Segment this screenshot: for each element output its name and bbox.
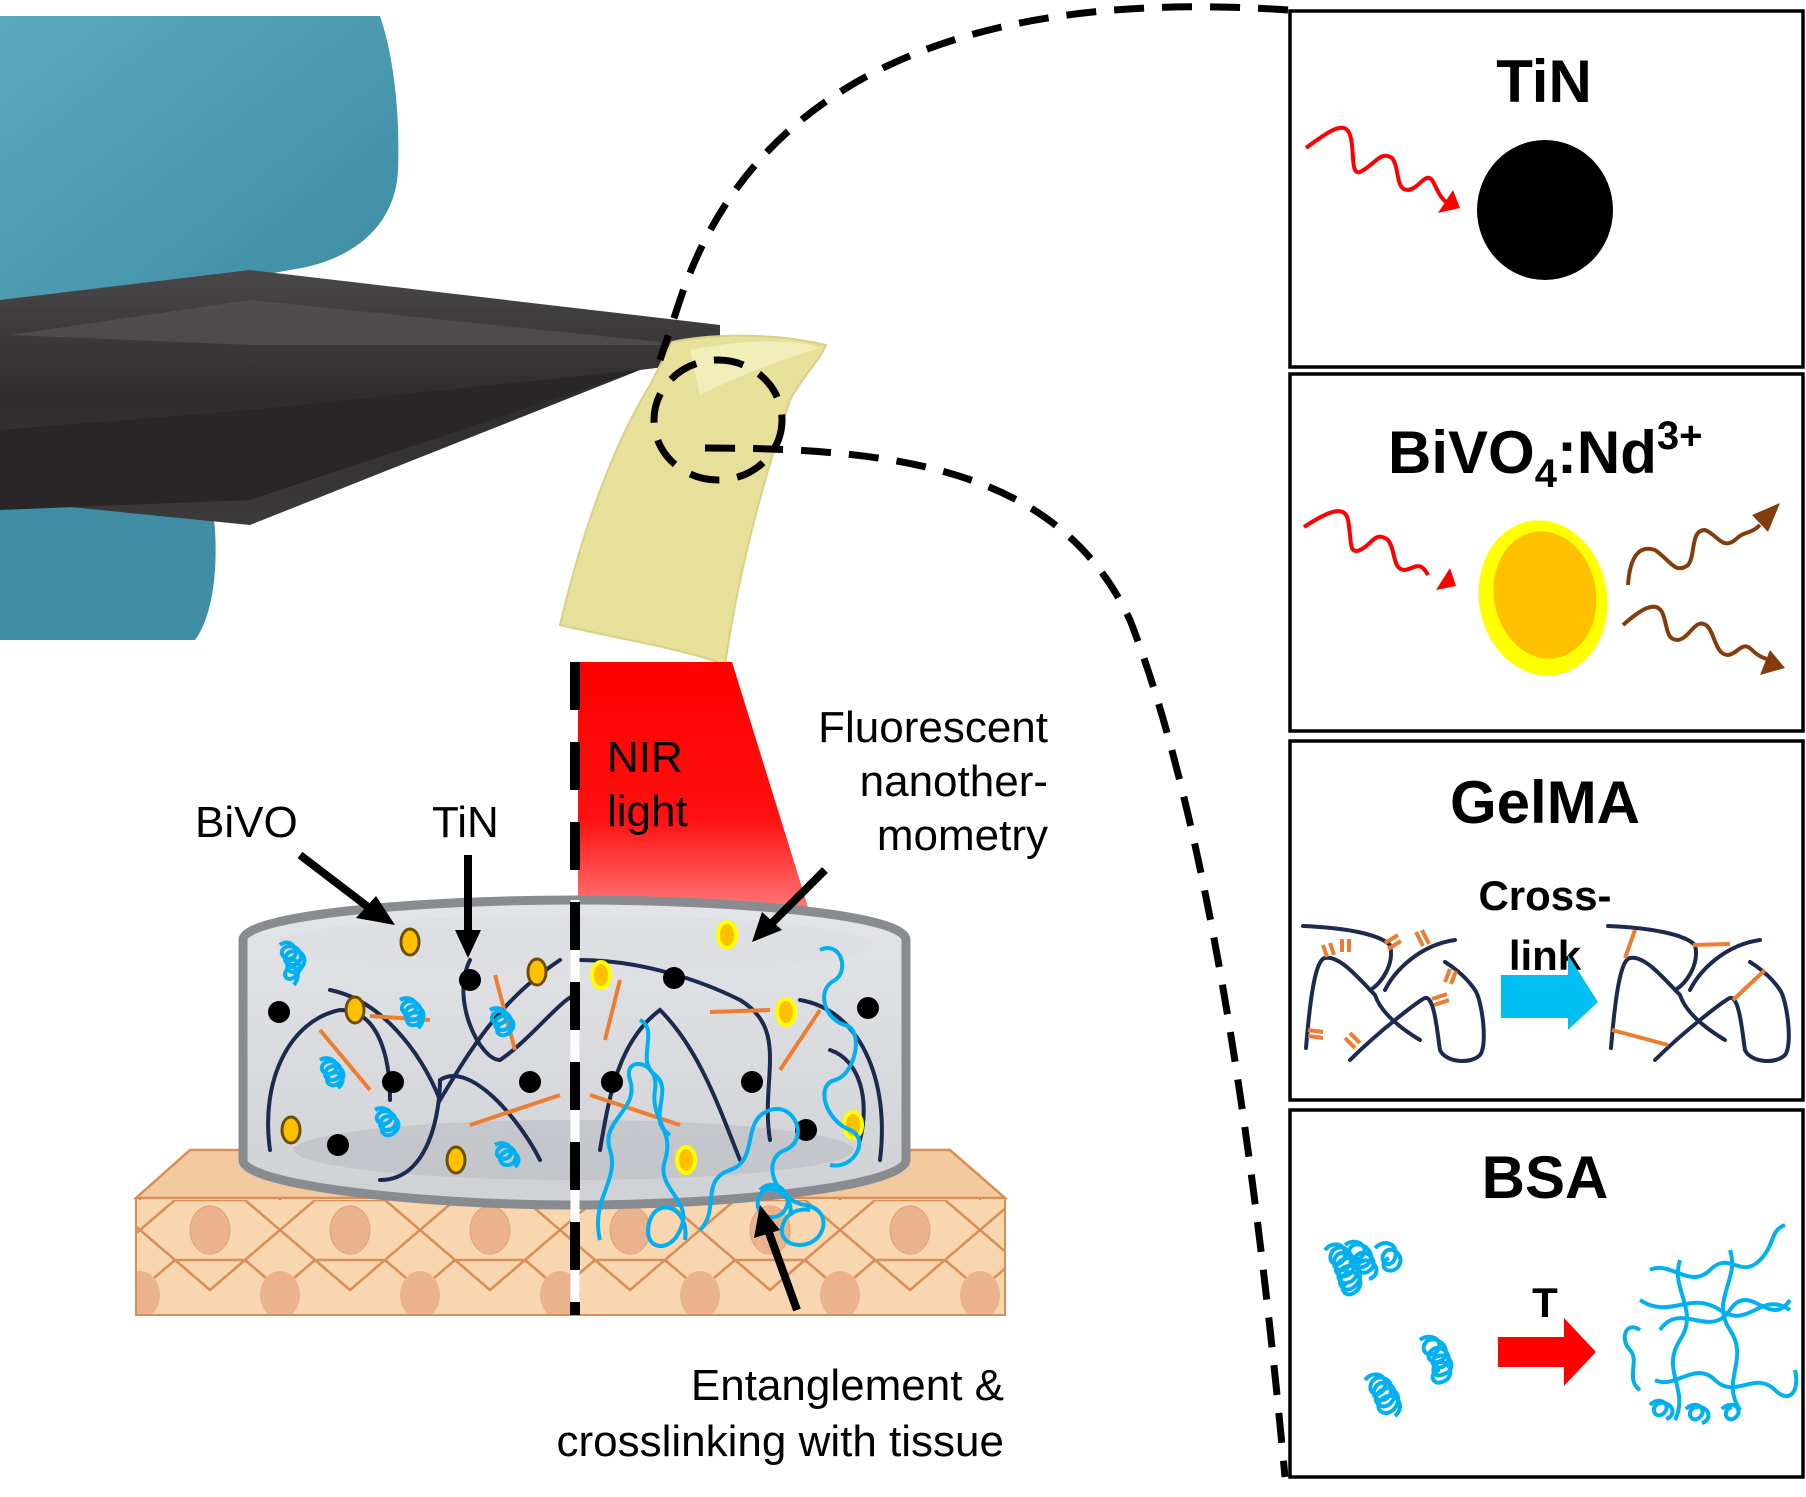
label-bivo: BiVO [195,798,298,847]
panel-tin: TiN [1288,9,1805,369]
film-highlight [690,341,820,395]
label-fluor-line2: nanother- [860,757,1048,806]
tweezers-highlight [10,300,690,345]
heat-arrow-icon [1498,1318,1596,1386]
panel-bivo4: BiVO4:Nd3+ [1288,372,1805,733]
label-tin: TiN [432,798,499,847]
tin-particles [268,967,879,1156]
crosslinks [318,974,822,1127]
tin-particle [663,967,685,989]
photo-hand-tweezers-film [0,16,828,667]
connector-dashed-top [656,3,1289,362]
nir-wave-icon [1302,509,1430,577]
bivo-particles-glowing [590,920,864,1175]
gelma-arrow-label-line1: Cross- [1478,872,1611,919]
label-fluor-line1: Fluorescent [818,703,1048,752]
nir-arrowhead-icon [1436,568,1456,590]
tin-particle [795,1119,817,1141]
tin-particle [382,1071,404,1093]
bivo4-nanoparticle-inner-icon [1493,531,1597,659]
label-nir-line2: light [607,787,688,836]
emission-arrowhead-icon-2 [1760,650,1785,675]
gelma-network-after [1606,924,1791,1063]
bsa-globules [278,940,521,1169]
bsa-unfolded-network [1622,1223,1799,1425]
connector-dashed-bottom [704,444,1289,1478]
bsa-folded-globule-1 [1323,1239,1403,1297]
label-tissue-line1: Entanglement & [691,1361,1004,1410]
tin-particle [459,969,481,991]
bivo-particles-dark [280,927,548,1175]
zoom-circle [650,356,786,484]
emission-arrowhead-icon-1 [1752,503,1780,532]
label-nir-line1: NIR [607,733,683,782]
glove-upper-finger [0,16,399,330]
panel-bivo4-title: BiVO4:Nd3+ [1388,414,1703,496]
tin-particle [327,1134,349,1156]
bsa-entangled [596,946,862,1248]
tweezers-lower-jaw [0,370,640,510]
panel-gelma-title: GelMA [1450,769,1640,836]
pointer-arrows [297,851,828,1312]
panel-tin-title: TiN [1496,48,1592,115]
panel-bsa-title: BSA [1482,1144,1609,1211]
emission-wave-icon-1 [1626,523,1762,586]
crosslink-arrow-icon [1501,955,1598,1030]
tin-particle [601,1071,623,1093]
tin-nanoparticle-icon [1477,140,1613,280]
label-tissue-line2: crosslinking with tissue [557,1417,1005,1466]
gelma-network-before [1301,924,1486,1063]
hydrogel-film [558,334,828,667]
bsa-arrow-label: T [1532,1279,1558,1326]
tin-particle [857,997,879,1019]
label-fluor-line3: mometry [877,811,1048,860]
nir-wave-icon [1304,125,1451,206]
gelma-chains [266,958,884,1182]
panel-gelma: GelMA Cross- link [1288,739,1805,1102]
nir-arrowhead-icon [1438,190,1460,213]
tin-particle [268,1001,290,1023]
bsa-folded-globule-2 [1363,1334,1454,1418]
tin-particle [519,1071,541,1093]
emission-wave-icon-2 [1621,604,1776,662]
tin-particle [741,1071,763,1093]
panel-bsa: BSA T [1288,1108,1805,1479]
